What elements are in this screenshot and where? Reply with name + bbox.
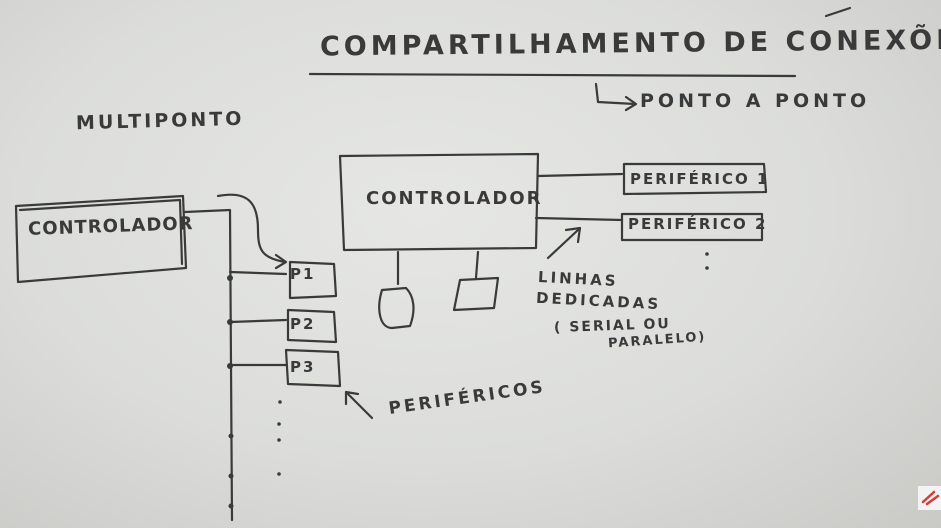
p3-box [284, 348, 342, 388]
p1-label: P1 [290, 265, 316, 283]
point-to-point-label: PONTO A PONTO [640, 90, 871, 112]
p3-label: P3 [290, 358, 316, 376]
p2p-controller-label: CONTROLADOR [366, 188, 543, 209]
peripheral-2-box [620, 212, 764, 242]
multipoint-controller-box [14, 194, 188, 284]
peripheral-1-box [622, 162, 768, 196]
board-title: COMPARTILHAMENTO DE CONEXÕES [319, 24, 941, 63]
title-underline [308, 72, 797, 78]
peripheral-1-label: PERIFÉRICO 1 [630, 170, 770, 188]
p2p-controller-box [338, 152, 540, 252]
device-1 [378, 286, 415, 330]
device-2 [452, 276, 500, 312]
bus-line [183, 208, 234, 522]
p2p-arrow [594, 82, 637, 106]
peripheral-2-label: PERIFÉRICO 2 [628, 215, 768, 233]
p2-box [286, 308, 338, 344]
p1-box [288, 260, 338, 300]
p2-label: P2 [290, 315, 316, 333]
logo-mark-icon [918, 486, 941, 510]
multipoint-label: MULTIPONTO [75, 107, 245, 135]
